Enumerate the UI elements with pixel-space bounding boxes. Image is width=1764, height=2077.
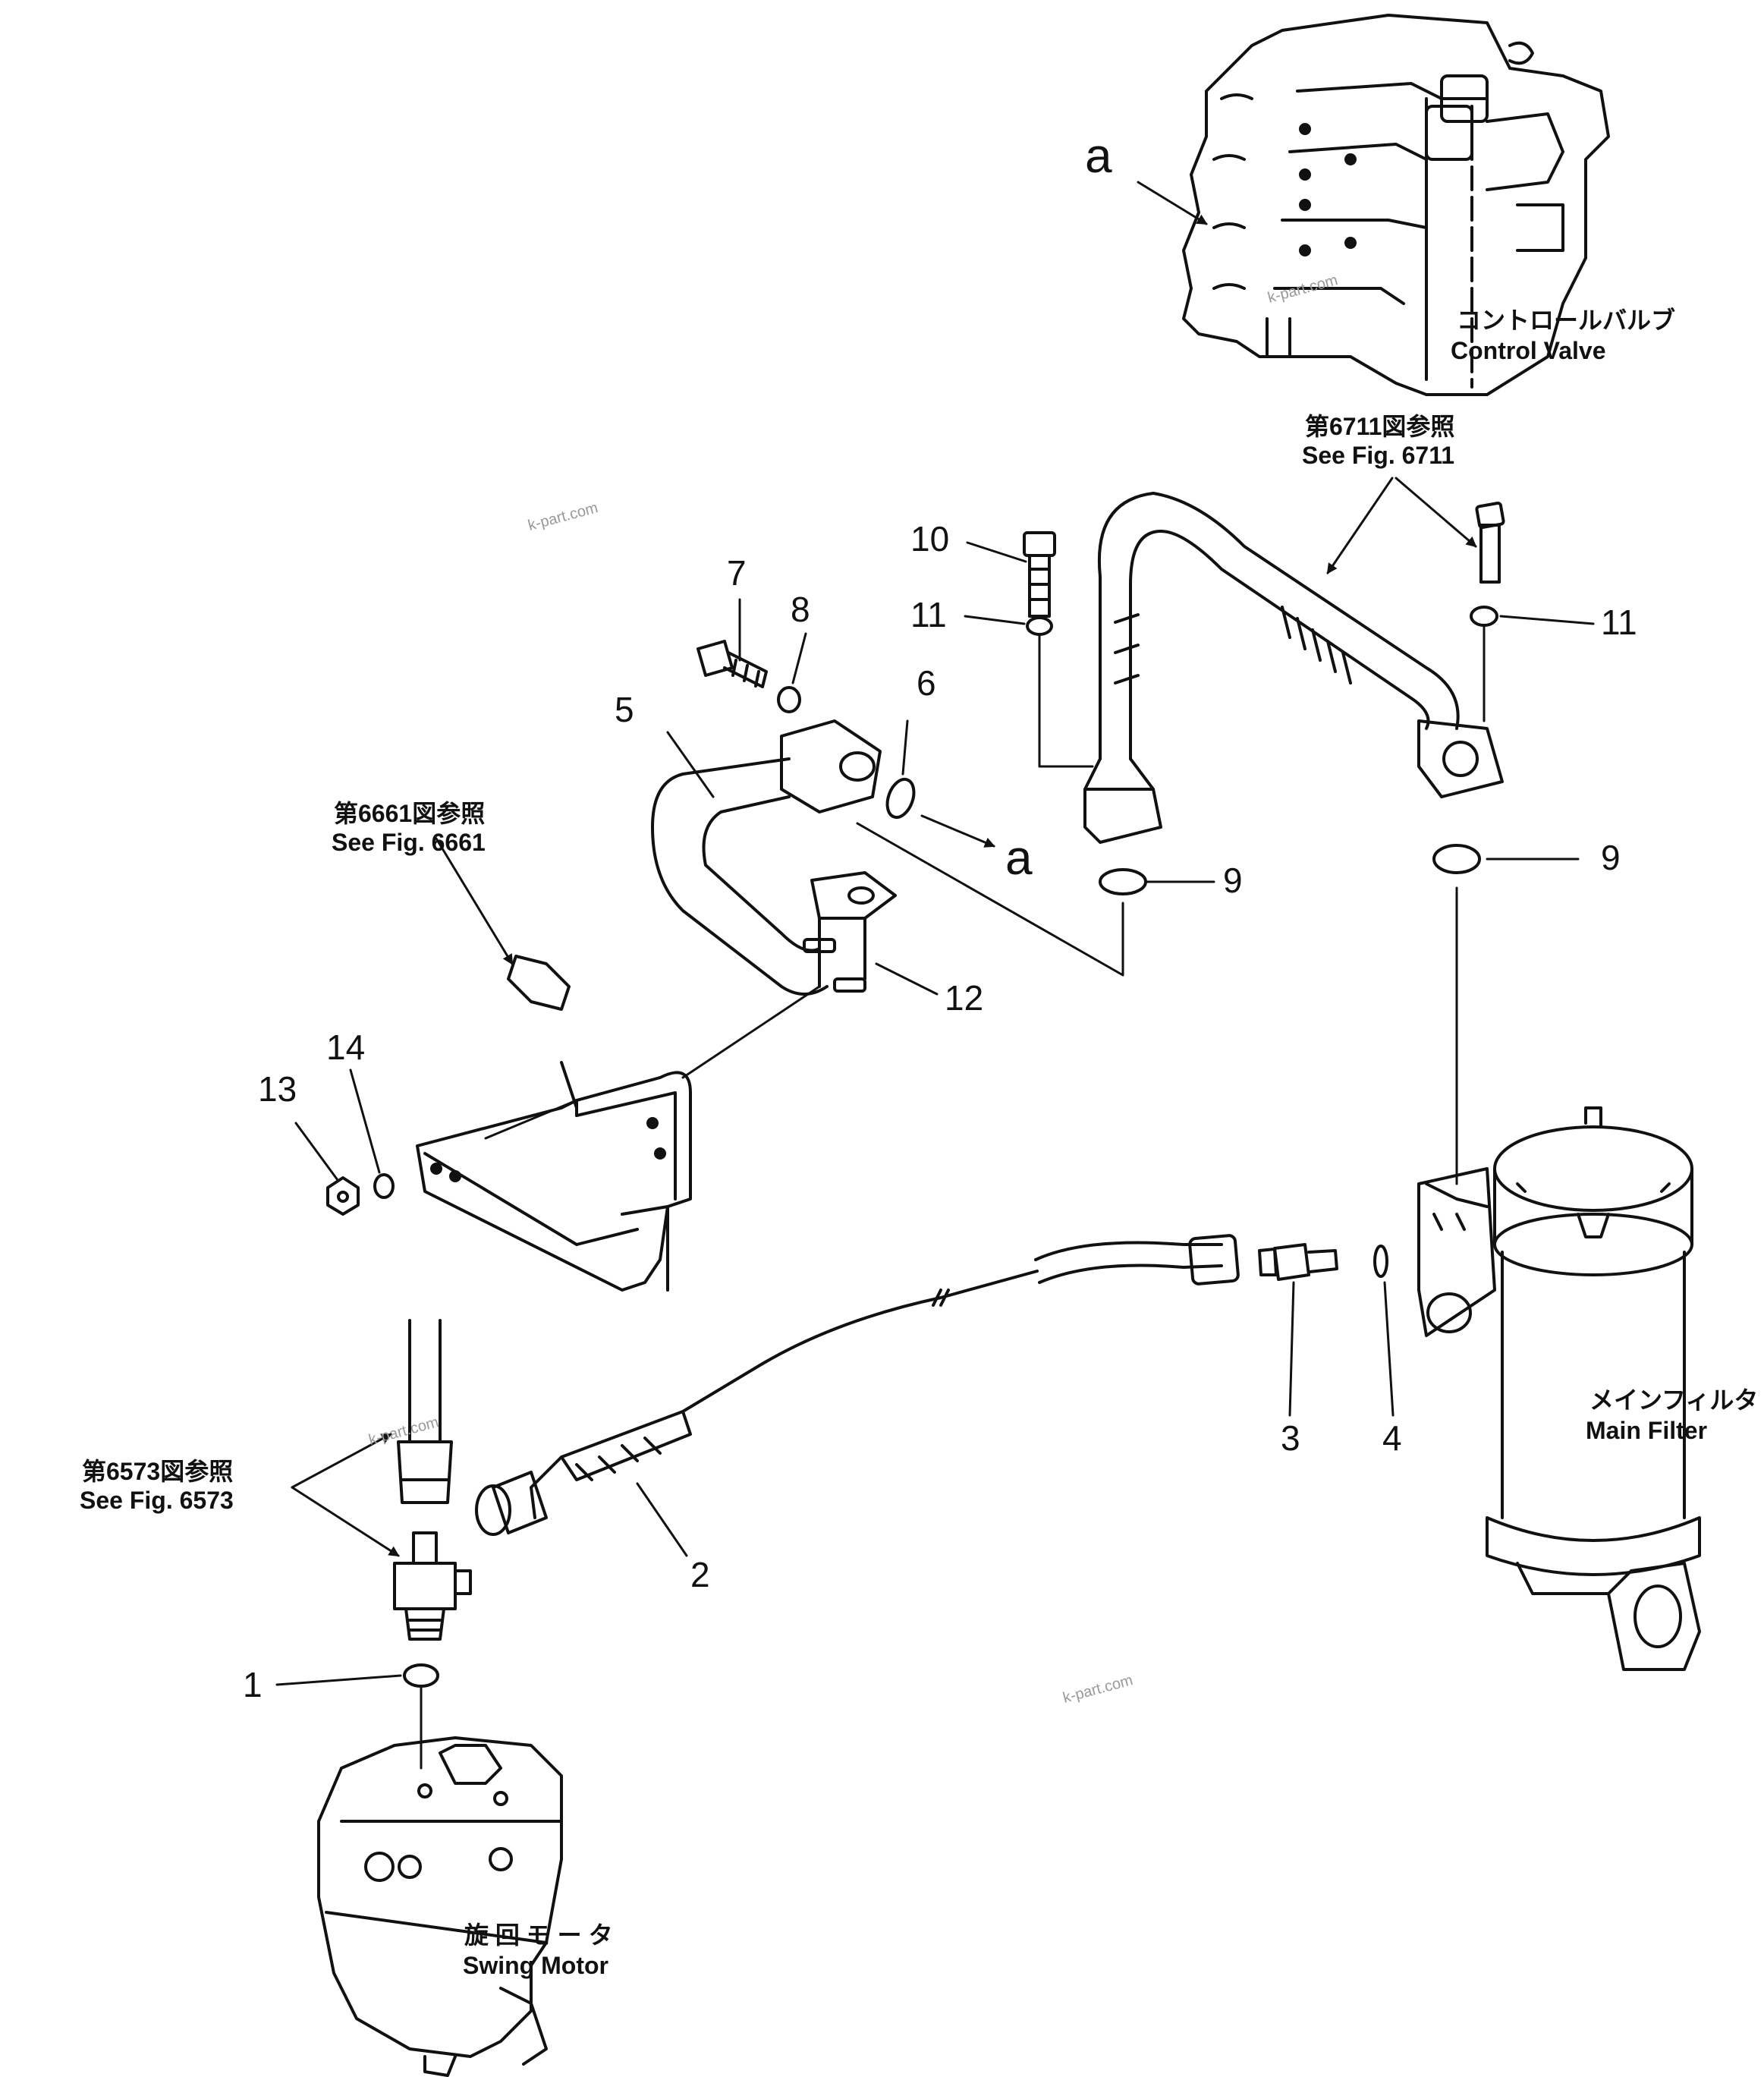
o-ring-9-right xyxy=(1432,844,1481,874)
main-filter-jp: メインフィルタ xyxy=(1589,1386,1759,1414)
washer-11-left xyxy=(1026,616,1053,636)
control-valve-drawing xyxy=(1182,14,1610,396)
swing-motor-jp: 旋 回 モ ー タ xyxy=(464,1921,613,1949)
callout-1: 1 xyxy=(243,1665,263,1704)
callout-9-right: 9 xyxy=(1601,838,1621,877)
o-ring-6 xyxy=(885,777,916,820)
bolt-10-drawing xyxy=(1023,531,1056,618)
marker-a-mid: a xyxy=(1005,830,1033,885)
o-ring-1 xyxy=(403,1663,439,1688)
ref-6711-en: See Fig. 6711 xyxy=(1302,442,1455,469)
callout-2: 2 xyxy=(690,1555,710,1594)
swing-motor-drawing xyxy=(317,1736,563,2077)
ref-6661-jp: 第6661図参照 xyxy=(334,800,486,827)
control-valve-jp: コントロールバルブ xyxy=(1457,307,1676,334)
callout-5: 5 xyxy=(615,690,634,729)
washer-14 xyxy=(373,1173,395,1199)
callout-9-left: 9 xyxy=(1223,861,1243,900)
bracket-drawing xyxy=(416,955,692,1292)
ref-6661-en: See Fig. 6661 xyxy=(332,829,486,856)
bolt-right-drawing xyxy=(1475,502,1505,584)
callout-11-left: 11 xyxy=(910,595,947,634)
upper-pipe-drawing xyxy=(1083,492,1504,844)
washer-8 xyxy=(777,686,801,713)
washer-11-right xyxy=(1470,606,1498,627)
bolt-7-drawing xyxy=(696,640,768,688)
studs-12-drawing xyxy=(803,938,866,993)
tee-fitting-drawing xyxy=(393,1319,472,1641)
connection-lines xyxy=(420,625,1486,1770)
callout-13: 13 xyxy=(258,1069,297,1109)
callout-8: 8 xyxy=(791,590,810,629)
marker-a-top: a xyxy=(1085,128,1112,183)
callout-11-right: 11 xyxy=(1601,603,1637,642)
callout-14: 14 xyxy=(326,1027,366,1067)
control-valve-en: Control Valve xyxy=(1451,337,1606,364)
adaptor-3-drawing xyxy=(1258,1243,1338,1281)
o-ring-4 xyxy=(1373,1245,1388,1278)
swing-motor-en: Swing Motor xyxy=(463,1952,608,1979)
ref-6711-jp: 第6711図参照 xyxy=(1305,413,1455,440)
nut-13-drawing xyxy=(326,1176,360,1216)
callout-7: 7 xyxy=(727,553,747,593)
o-ring-9-left xyxy=(1099,868,1147,895)
callout-4: 4 xyxy=(1382,1418,1402,1458)
callout-12: 12 xyxy=(945,978,984,1018)
leader-lines xyxy=(275,541,1595,1686)
hose-2-drawing xyxy=(475,1234,1240,1536)
reference-arrows xyxy=(291,181,1477,1557)
callout-6: 6 xyxy=(917,663,936,703)
callout-10: 10 xyxy=(910,519,950,559)
main-filter-drawing xyxy=(1417,1106,1701,1671)
ref-6573-en: See Fig. 6573 xyxy=(80,1487,234,1514)
callout-3: 3 xyxy=(1281,1418,1300,1458)
main-filter-en: Main Filter xyxy=(1586,1417,1708,1444)
ref-6573-jp: 第6573図参照 xyxy=(82,1458,234,1485)
